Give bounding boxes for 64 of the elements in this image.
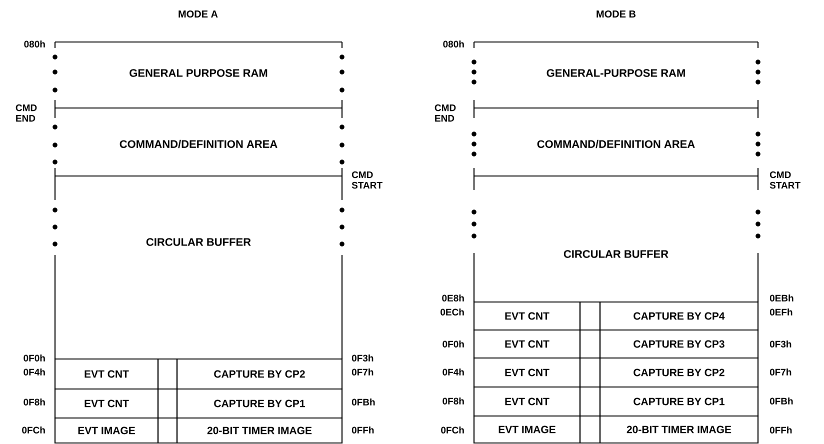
address-label: 0F4h xyxy=(442,368,464,376)
node-label: COMMAND/DEFINITION AREA xyxy=(537,140,695,148)
mode-heading: MODE A xyxy=(178,10,218,18)
empty-cell xyxy=(157,388,178,419)
empty-cell xyxy=(579,357,601,388)
address-label: 0F8h xyxy=(24,398,45,406)
address-label: CMD END xyxy=(434,104,456,122)
node-label: COMMAND/DEFINITION AREA xyxy=(120,140,278,148)
address-label: CMD END xyxy=(16,104,37,122)
empty-cell xyxy=(157,358,178,390)
address-label: 080h xyxy=(443,40,464,48)
memory-region: COMMAND/DEFINITION AREA xyxy=(472,100,760,156)
empty-cell xyxy=(157,417,178,444)
node-label: GENERAL PURPOSE RAM xyxy=(130,69,268,77)
memory-cell: EVT CNT xyxy=(473,357,581,388)
memory-region: CIRCULAR BUFFER xyxy=(52,168,344,359)
address-label: 0E8h xyxy=(442,294,464,302)
address-label: 0F0h xyxy=(442,340,464,348)
node-label: CIRCULAR BUFFER xyxy=(146,238,251,246)
address-label: 0EFh xyxy=(770,308,792,316)
memory-cell: 20-BIT TIMER IMAGE xyxy=(599,415,759,444)
empty-cell xyxy=(579,386,601,417)
memory-region: GENERAL PURPOSE RAM xyxy=(52,41,344,92)
address-label: 0EBh xyxy=(770,294,794,302)
address-label: CMD START xyxy=(352,171,382,189)
memory-cell: EVT CNT xyxy=(473,301,581,331)
empty-cell xyxy=(579,329,601,359)
memory-cell: CAPTURE BY CP4 xyxy=(599,301,759,331)
memory-cell: CAPTURE BY CP1 xyxy=(599,386,759,417)
memory-cell: EVT IMAGE xyxy=(54,417,159,444)
memory-region: CIRCULAR BUFFER xyxy=(472,168,760,302)
memory-cell: EVT CNT xyxy=(54,358,159,390)
memory-cell: EVT CNT xyxy=(473,329,581,359)
memory-cell: CAPTURE BY CP3 xyxy=(599,329,759,359)
memory-cell: EVT CNT xyxy=(473,386,581,417)
memory-cell: CAPTURE BY CP2 xyxy=(599,357,759,388)
mode-heading: MODE B xyxy=(596,10,636,18)
address-label: 0F0h xyxy=(24,354,45,362)
empty-cell xyxy=(579,301,601,331)
address-label: 0FCh xyxy=(441,426,464,434)
memory-cell: 20-BIT TIMER IMAGE xyxy=(176,417,343,444)
address-label: 0FFh xyxy=(352,426,374,434)
memory-region: GENERAL-PURPOSE RAM xyxy=(472,41,760,84)
address-label: 0F3h xyxy=(770,340,792,348)
address-label: 0F4h xyxy=(24,368,45,376)
address-label: 0ECh xyxy=(440,308,464,316)
address-label: 0FBh xyxy=(770,398,793,404)
address-label: 080h xyxy=(24,40,45,48)
address-label: CMD START xyxy=(770,171,800,189)
memory-cell: EVT CNT xyxy=(54,388,159,419)
memory-cell: EVT IMAGE xyxy=(473,415,581,444)
memory-cell: CAPTURE BY CP1 xyxy=(176,388,343,419)
empty-cell xyxy=(579,415,601,444)
address-label: 0FFh xyxy=(770,426,792,434)
address-label: 0FCh xyxy=(22,426,45,434)
address-label: 0F8h xyxy=(442,398,464,404)
address-label: 0F7h xyxy=(352,368,374,376)
node-label: GENERAL-PURPOSE RAM xyxy=(546,69,685,77)
address-label: 0F7h xyxy=(770,368,792,376)
node-label: CIRCULAR BUFFER xyxy=(564,250,668,258)
memory-cell: CAPTURE BY CP2 xyxy=(176,358,343,390)
address-label: 0F3h xyxy=(352,354,374,362)
memory-region: COMMAND/DEFINITION AREA xyxy=(52,100,344,164)
address-label: 0FBh xyxy=(352,398,375,406)
